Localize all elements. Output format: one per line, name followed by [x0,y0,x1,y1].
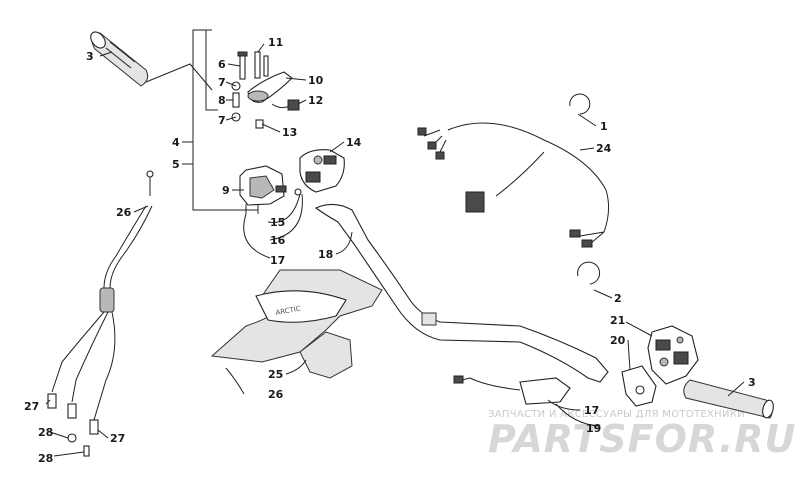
callout-25: 26 [116,206,132,219]
watermark-tagline: ЗАПЧАСТИ И АКСЕССУАРЫ ДЛЯ МОТОТЕХНИКИ [488,409,745,420]
callout-16: 16 [270,234,286,247]
callout-21: 21 [610,314,625,327]
callout-1: 1 [600,120,608,133]
mount-bracket [621,365,657,407]
watermark-logo: PARTSFOR.RU [488,417,796,461]
callout-2: 2 [614,292,622,305]
callout-6: 6 [218,58,226,71]
callout-labels: 3 4 5 6 7 8 7 9 11 10 12 13 14 15 16 17 … [24,36,756,465]
callout-20: 20 [610,334,626,347]
wire-harness [417,122,610,248]
callout-23: 25 [268,368,283,381]
callout-19: 19 [586,422,601,435]
callout-11: 11 [268,36,283,49]
callout-13: 13 [282,126,297,139]
switch-assembly-bracket [145,29,258,211]
callout-17-left: 17 [270,254,285,267]
callout-10: 10 [308,74,324,87]
callout-7-bottom: 7 [218,114,226,127]
retaining-ring-1 [569,93,591,115]
callout-8: 8 [218,94,226,107]
callout-14: 14 [346,136,362,149]
screw-6 [237,51,248,80]
callout-15: 15 [270,216,285,229]
callout-26-left: 27 [24,400,39,413]
callout-3-right: 3 [748,376,756,389]
crossbar-pad: ARCTIC [210,269,383,379]
callout-3-left: 3 [86,50,94,63]
callout-22: 24 [596,142,612,155]
right-switch-housing [647,325,699,385]
connector-12 [271,99,300,111]
heater-connector [453,375,571,405]
left-handlebar-grip [90,31,149,87]
callout-17-right: 17 [584,404,599,417]
callout-24: 26 [268,388,284,401]
callout-28: 28 [38,452,53,465]
pin-8 [232,92,240,108]
handlebar [314,203,609,383]
switch-housing [299,149,345,193]
leader-lines [45,43,745,457]
throttle-lever [247,71,293,103]
callout-9: 9 [222,184,230,197]
right-handlebar-grip [683,379,774,419]
throttle-housing [239,165,302,214]
callout-5: 5 [172,158,180,171]
throttle-cable [47,170,154,457]
callout-18: 18 [318,248,333,261]
clip-13 [255,119,264,129]
callout-7-top: 7 [218,76,226,89]
retaining-ring-2 [577,261,601,285]
callout-12: 12 [308,94,323,107]
spring-11 [254,51,269,79]
callout-4: 4 [172,136,180,149]
callout-26-right: 27 [110,432,125,445]
callout-27: 28 [38,426,53,439]
